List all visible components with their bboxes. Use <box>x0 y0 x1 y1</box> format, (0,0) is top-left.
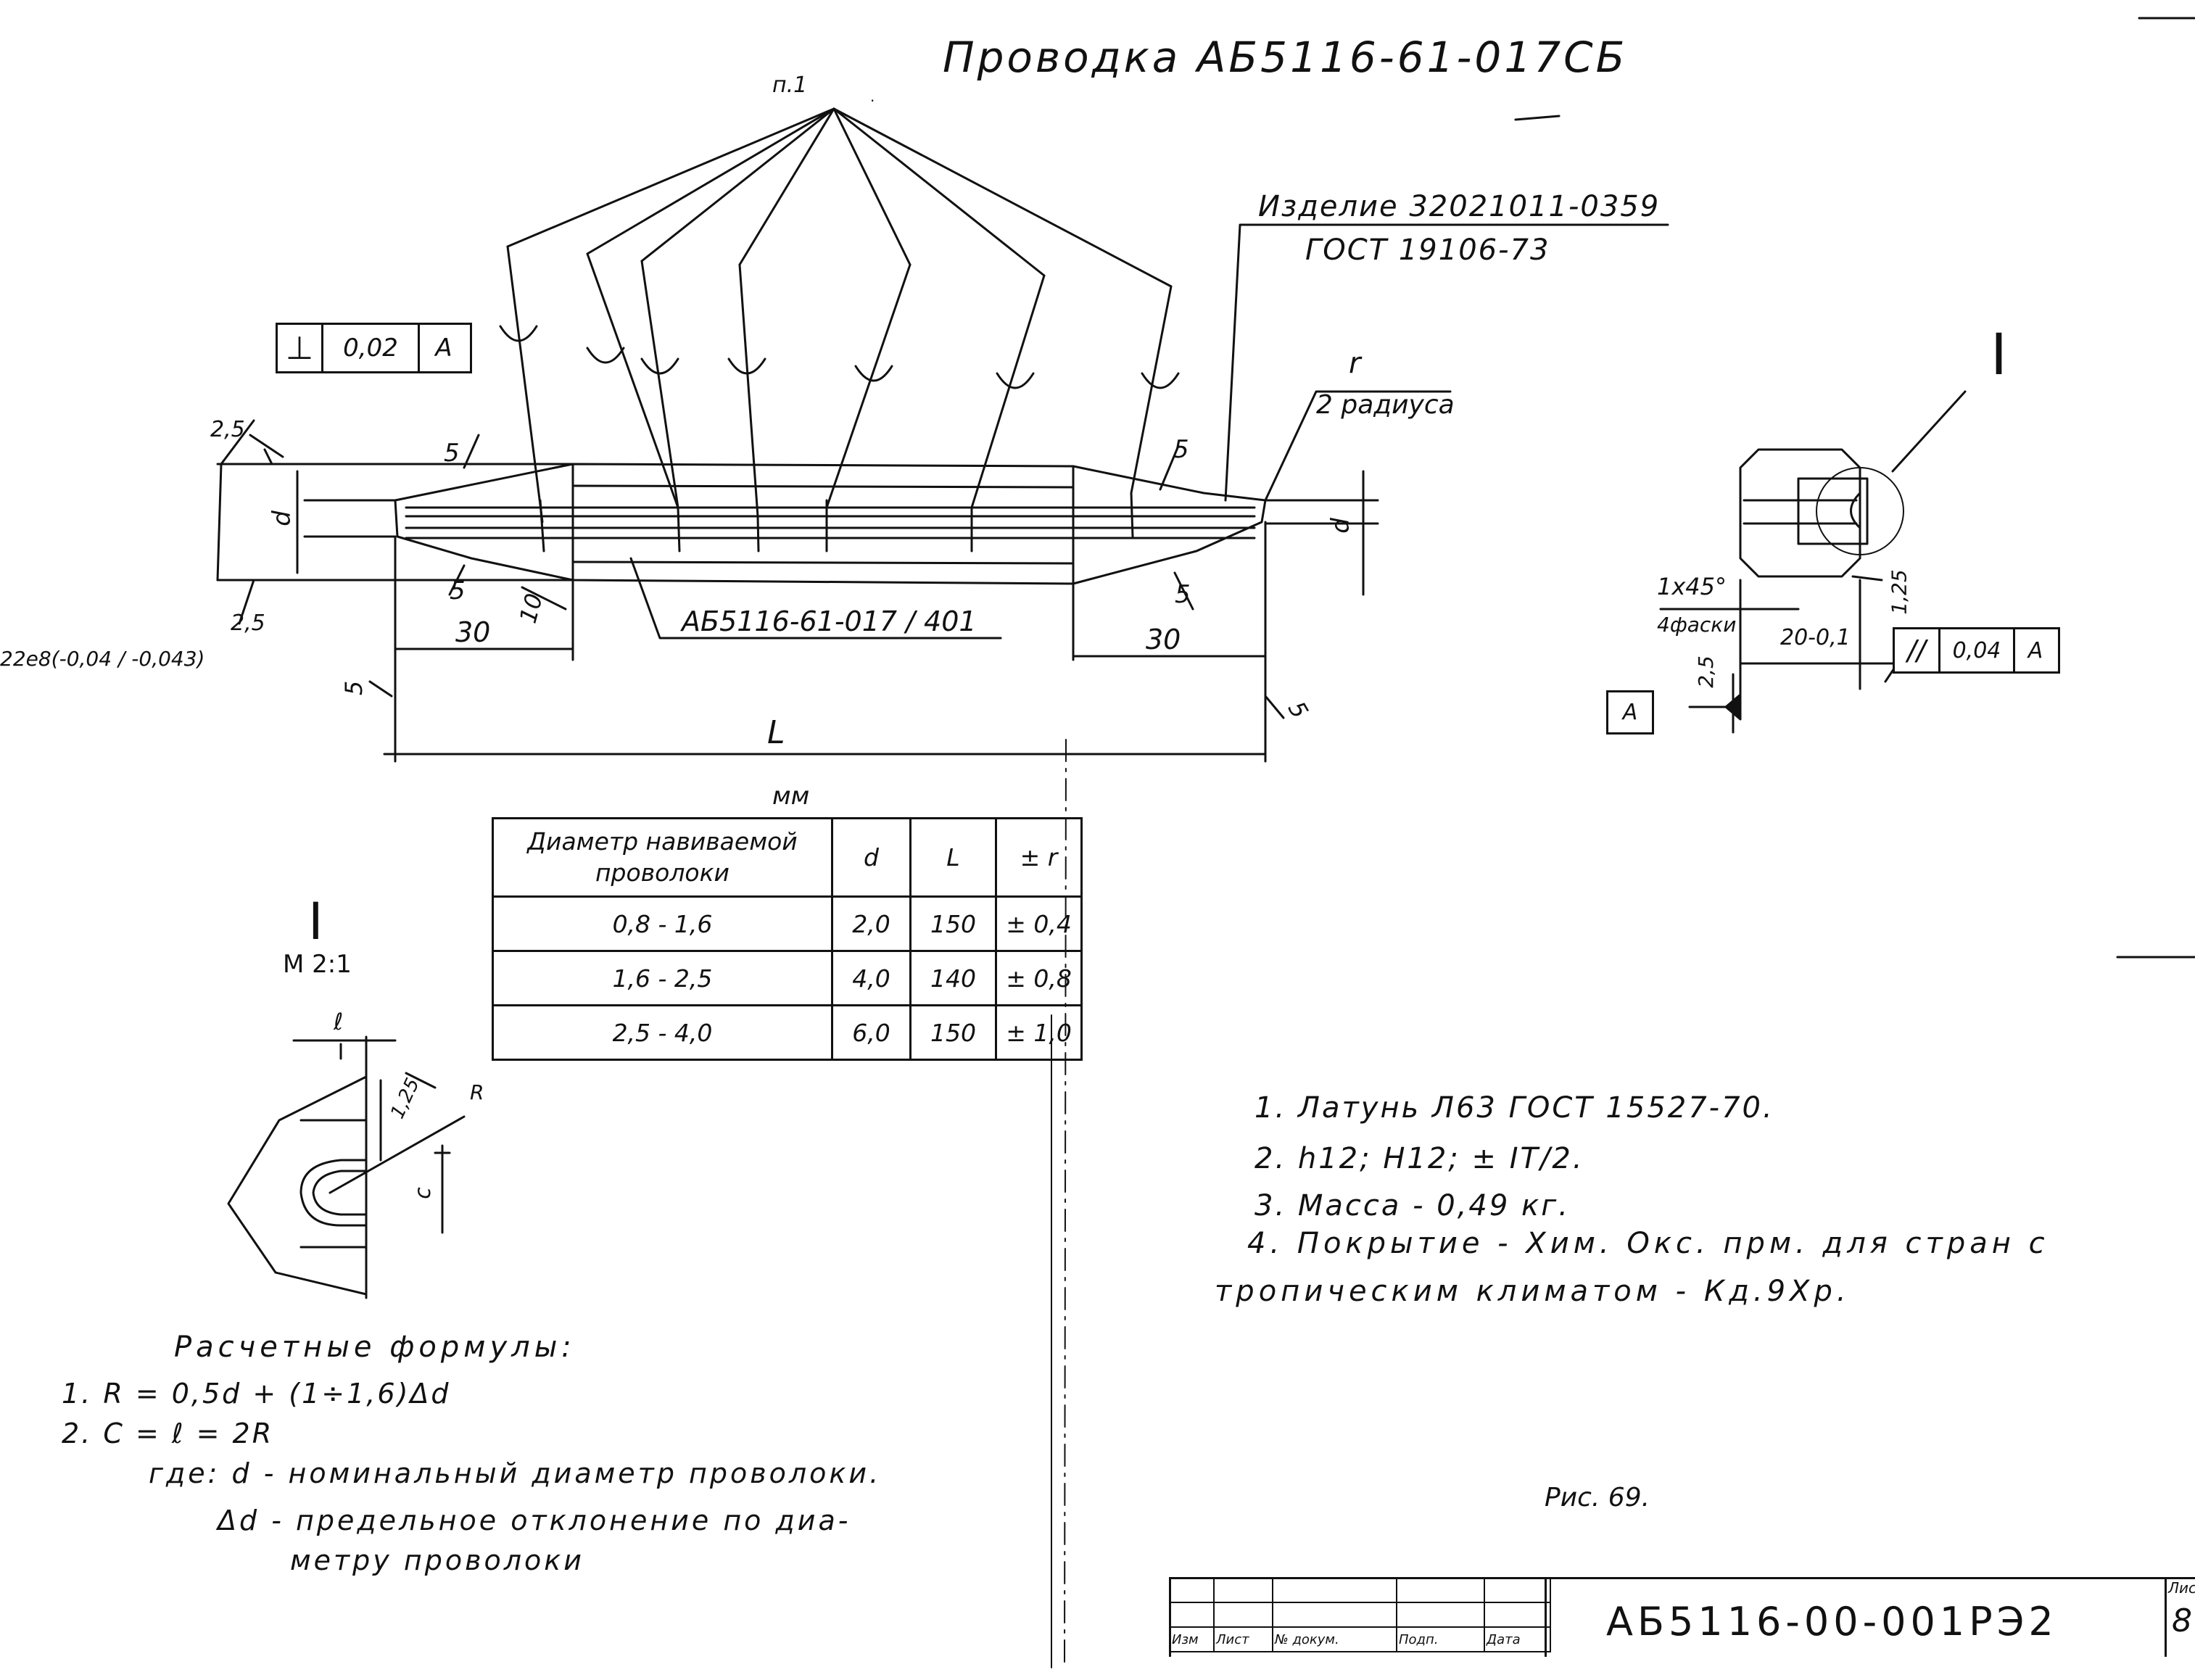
part-number-label: АБ5116-61-017 / 401 <box>682 605 977 637</box>
detail-R-label: R <box>470 1080 484 1104</box>
section-mark-top: I <box>1991 323 2008 388</box>
table-cell: ± 1,0 <box>995 1004 1083 1061</box>
dim-2-5-section: 2,5 <box>1693 655 1718 688</box>
table-row: 2,5 - 4,0 6,0 150 ± 1,0 <box>492 1004 1083 1061</box>
header-L: L <box>909 817 997 898</box>
note-3: 3. Масса - 0,49 кг. <box>1254 1189 1570 1222</box>
section-mark-detail: I <box>308 892 323 951</box>
dim-2-5-top: 2,5 <box>210 417 245 442</box>
leader-fan <box>506 107 1173 524</box>
perpendicular-tolerance: 0,02 <box>323 325 420 371</box>
dim-5-bottom-left: 5 <box>450 576 466 605</box>
drawing-title: Проводка АБ5116-61-017СБ <box>943 33 1628 82</box>
note-4-cont: тропическим климатом - Кд.9Хр. <box>1215 1275 1851 1308</box>
sheet-number: 8 <box>2172 1602 2192 1639</box>
table-cell: 6,0 <box>831 1004 912 1061</box>
chamfer-count-label: 4фаски <box>1657 613 1737 637</box>
table-row: 0,8 - 1,6 2,0 150 ± 0,4 <box>492 895 1083 952</box>
outer-diameter-tolerance: 22е8(-0,04 / -0,043) <box>0 647 205 671</box>
table-cell: 140 <box>909 950 997 1006</box>
table-row: 1,6 - 2,5 4,0 140 ± 0,8 <box>492 950 1083 1006</box>
formula-where: где: d - номинальный диаметр проволоки. <box>149 1457 882 1489</box>
dim-1-25-section: 1,25 <box>1887 569 1911 615</box>
formula-2: 2. C = ℓ = 2R <box>62 1418 274 1449</box>
perpendicular-symbol: ⊥ <box>278 325 323 371</box>
d-right: d <box>1326 518 1355 534</box>
dim-20-label: 20-0,1 <box>1780 625 1851 650</box>
perpendicularity-frame: ⊥ 0,02 A <box>276 323 472 373</box>
svg-text:.: . <box>870 88 875 105</box>
table-cell: ± 0,8 <box>995 950 1083 1006</box>
product-label: Изделие 32021011-0359 <box>1258 190 1661 223</box>
dim-2-5-bottom: 2,5 <box>231 611 265 636</box>
dim-5-top-right: 5 <box>1173 435 1189 464</box>
title-block-grid: Изм Лист № докум. Подп. Дата <box>1169 1577 1551 1652</box>
formula-delta: Δd - предельное отклонение по диа- <box>218 1505 851 1536</box>
datum-a-letter: A <box>1622 700 1638 725</box>
parallel-datum: A <box>2027 637 2043 663</box>
sheet-cell-divider <box>2165 1577 2167 1657</box>
section-view <box>1659 390 1967 734</box>
stamp-col-sign: Подп. <box>1396 1626 1485 1652</box>
table-cell: 150 <box>909 1004 997 1061</box>
dim-5-left-rotated: 5 <box>340 680 368 696</box>
header-r: ± r <box>995 817 1083 898</box>
perpendicular-datum: A <box>435 334 452 363</box>
formulas-heading: Расчетные формулы: <box>174 1331 576 1364</box>
table-cell: 0,8 - 1,6 <box>492 895 833 952</box>
dim-5-bottom-right: 5 <box>1175 580 1191 609</box>
dim-30-left: 30 <box>455 616 491 648</box>
detail-view <box>227 1035 466 1299</box>
table-cell: 4,0 <box>831 950 912 1006</box>
formula-delta-cont: метру проволоки <box>290 1544 584 1576</box>
position-label: п.1 <box>772 73 808 98</box>
parallel-tolerance: 0,04 <box>1940 629 2015 671</box>
table-cell: 2,5 - 4,0 <box>492 1004 833 1061</box>
title-block-frame <box>1169 1577 2195 1657</box>
note-4: 4. Покрытие - Хим. Окс. прм. для стран с <box>1247 1227 2049 1260</box>
detail-c-label: с <box>410 1187 436 1199</box>
table-cell: 2,0 <box>831 895 912 952</box>
stamp-col-date: Дата <box>1484 1626 1551 1652</box>
dim-5-top-left: 5 <box>444 439 460 468</box>
note-1: 1. Латунь Л63 ГОСТ 15527-70. <box>1254 1091 1774 1125</box>
radius-symbol: r <box>1349 347 1361 380</box>
chamfer-label: 1x45° <box>1657 573 1727 600</box>
formula-1: 1. R = 0,5d + (1÷1,6)Δd <box>62 1378 451 1410</box>
stamp-col-sheet: Лист <box>1213 1626 1273 1652</box>
figure-label: Рис. 69. <box>1545 1483 1650 1513</box>
wire-spec-table: Диаметр навиваемой проволоки d L ± r 0,8… <box>492 817 1083 1061</box>
product-standard: ГОСТ 19106-73 <box>1305 233 1550 267</box>
d-left: d <box>267 510 297 526</box>
detail-l-label: ℓ <box>334 1008 344 1035</box>
document-number: АБ5116-00-001РЭ2 <box>1606 1599 2058 1644</box>
stamp-col-change: Изм <box>1169 1626 1215 1652</box>
dim-L: L <box>767 714 785 751</box>
scale-label: М 2:1 <box>283 950 352 979</box>
parallel-symbol: // <box>1895 629 1940 671</box>
sheet-label: Лист <box>2168 1579 2195 1597</box>
two-radii-label: 2 радиуса <box>1316 390 1455 420</box>
table-cell: 150 <box>909 895 997 952</box>
header-d: d <box>831 817 912 898</box>
header-wire-diameter: Диаметр навиваемой проволоки <box>492 817 833 898</box>
note-2: 2. h12; H12; ± IT/2. <box>1254 1142 1584 1175</box>
dim-30-right: 30 <box>1146 624 1181 655</box>
parallelism-frame: // 0,04 A <box>1893 627 2060 674</box>
title-block-divider <box>1545 1577 1547 1657</box>
table-cell: 1,6 - 2,5 <box>492 950 833 1006</box>
units-label: мм <box>772 782 810 811</box>
table-cell: ± 0,4 <box>995 895 1083 952</box>
guide-body-outline <box>394 463 1267 585</box>
stamp-col-doc: № докум. <box>1272 1626 1397 1652</box>
datum-a-box: A <box>1606 690 1654 735</box>
